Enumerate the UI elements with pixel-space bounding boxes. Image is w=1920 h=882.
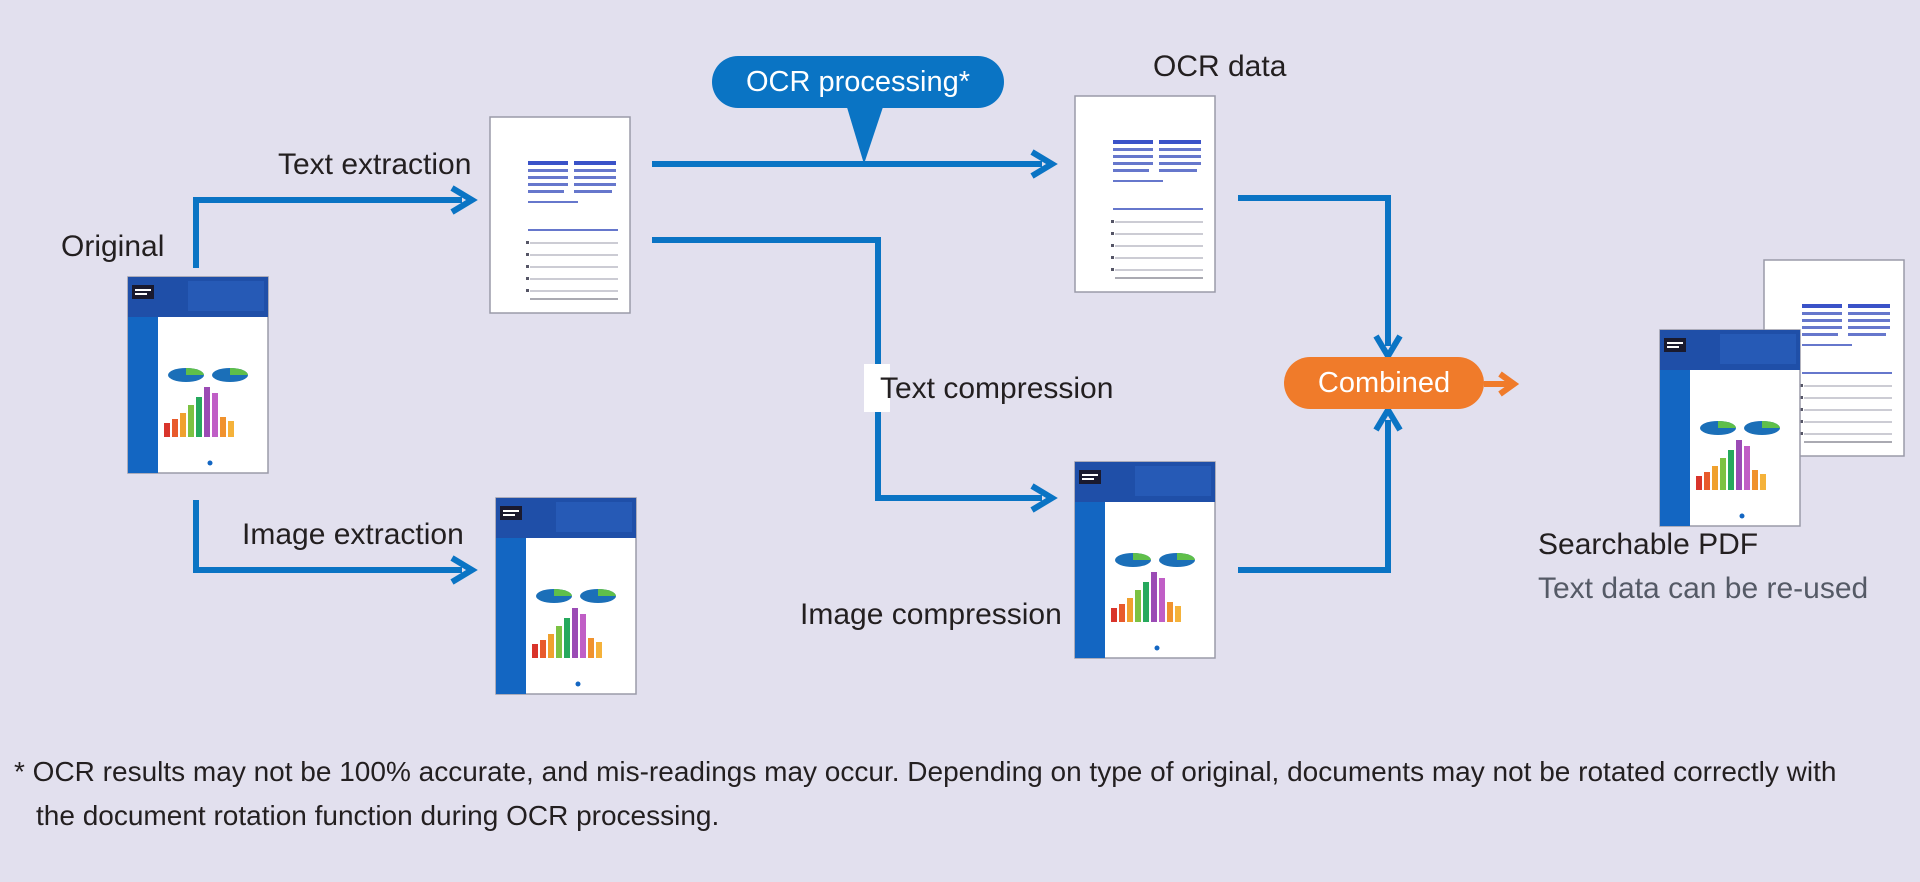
footnote-line-2: the document rotation function during OC… [36,800,720,831]
footnote-line-1: * OCR results may not be 100% accurate, … [14,756,1837,787]
ocr-processing-label: OCR processing* [745,65,971,98]
arrow-original-to-image-extraction [193,500,462,573]
arrow-image-compression-to-combined [1238,420,1391,573]
text-reuse-label: Text data can be re-used [1538,572,1869,605]
image-extraction-label: Image extraction [242,518,464,551]
ocr-data-document [1074,95,1216,293]
ocr-data-label: OCR data [1153,50,1287,83]
searchable-pdf-label: Searchable PDF [1538,528,1759,561]
ocr-callout-pointer [846,104,884,164]
image-compression-label: Image compression [800,598,1062,631]
ocr-processing-badge: OCR processing* [712,56,1004,108]
image-extraction-document [495,497,637,695]
footnote: * OCR results may not be 100% accurate, … [14,750,1836,838]
searchable-pdf-image-layer [1659,329,1801,527]
arrow-original-to-text-extraction [193,197,462,268]
image-compression-document [1074,461,1216,659]
text-compression-label-bg [864,364,890,412]
combined-label: Combined [1317,366,1451,399]
text-compression-label: Text compression [880,372,1114,405]
arrow-ocr-data-to-combined [1238,195,1391,346]
original-label: Original [61,230,165,263]
original-document [127,276,269,474]
text-extraction-label: Text extraction [278,148,472,181]
arrow-text-compression-path [652,237,1042,501]
combined-badge: Combined [1284,357,1484,409]
text-extraction-document [489,116,631,314]
